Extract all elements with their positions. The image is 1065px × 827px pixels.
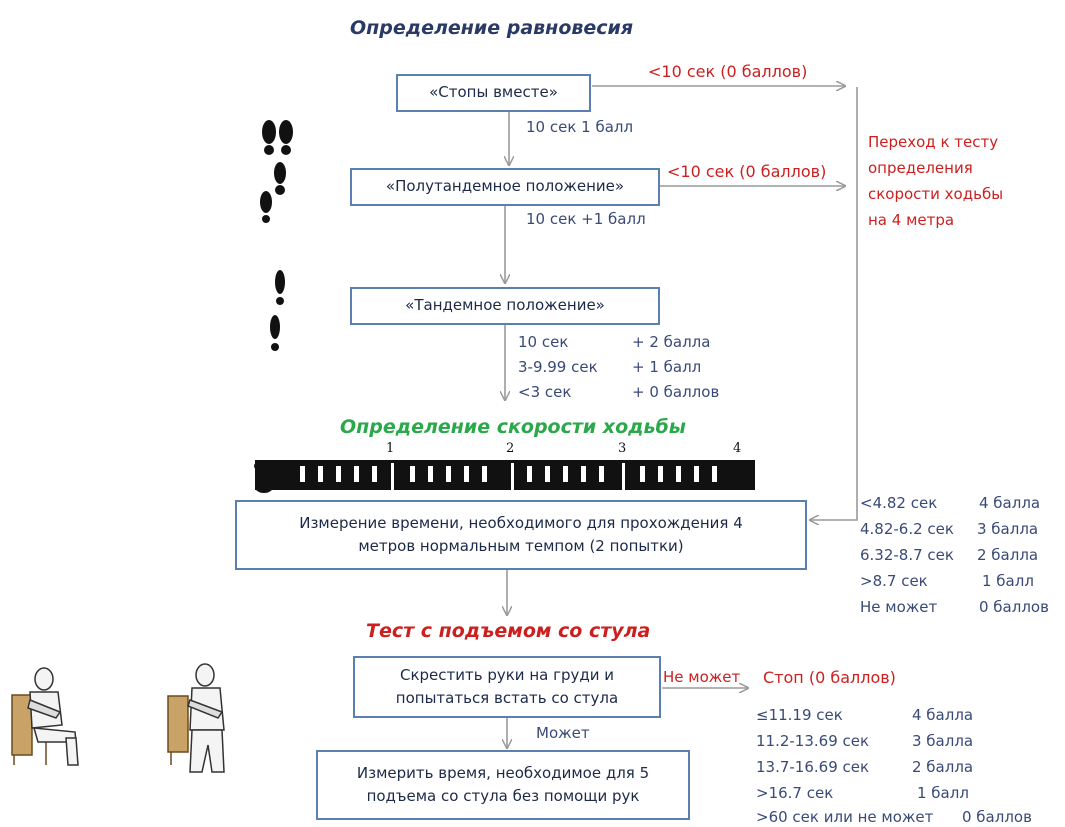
balance-title: Определение равновесия — [350, 17, 634, 39]
tandem-score-points: + 1 балл — [632, 358, 702, 376]
chair-title: Тест с подъемом со стула — [366, 620, 651, 642]
ruler-icon — [254, 460, 755, 493]
gait-score-points: 3 балла — [977, 520, 1039, 538]
fail-label-1: <10 сек (0 баллов) — [648, 62, 808, 81]
box-feet-together-label: «Стопы вместе» — [429, 83, 558, 102]
chair-score-points: 1 балл — [917, 784, 969, 802]
tandem-score-time: 10 сек — [518, 333, 569, 351]
tandem-score-time: <3 сек — [518, 383, 572, 401]
standing-person-icon — [167, 663, 225, 773]
box-feet-together: «Стопы вместе» — [396, 74, 591, 112]
cannot-label: Не может — [663, 668, 741, 686]
box-measure-chair: Измерить время, необходимое для 5 подъем… — [316, 750, 690, 820]
gait-score-time: 6.32-8.7 сек — [860, 546, 954, 564]
chair-score-time: >60 сек или не может — [756, 808, 934, 826]
gait-score-time: 4.82-6.2 сек — [860, 520, 954, 538]
ruler-mark-4: 4 — [733, 441, 742, 456]
box-semi-tandem-label: «Полутандемное положение» — [385, 177, 625, 196]
chair-score-time: >16.7 сек — [756, 784, 834, 802]
ruler-mark-2: 2 — [506, 441, 515, 456]
chair-score-time: ≤11.19 сек — [756, 706, 843, 724]
gait-score-points: 0 баллов — [979, 598, 1049, 616]
chair-score-points: 2 балла — [912, 758, 974, 776]
chair-score-time: 11.2-13.69 сек — [756, 732, 870, 750]
can-label: Может — [536, 724, 590, 742]
gait-score-points: 4 балла — [979, 494, 1041, 512]
tandem-score-time: 3-9.99 сек — [518, 358, 598, 376]
transition-note-line: Переход к тесту — [868, 133, 999, 151]
gait-title: Определение скорости ходьбы — [340, 416, 686, 438]
box-measure-line: Измерить время, необходимое для 5 — [356, 763, 650, 782]
transition-note-line: определения — [868, 159, 973, 177]
chair-score-points: 3 балла — [912, 732, 974, 750]
box-gait-line: Измерение времени, необходимого для прох… — [299, 513, 743, 532]
box-cross-arms-line: Скрестить руки на груди и — [399, 665, 615, 684]
footprints-icon — [260, 120, 293, 351]
box-measure-line: подъема со стула без помощи рук — [366, 787, 640, 805]
gait-score-points: 1 балл — [982, 572, 1034, 590]
transition-note-line: скорости ходьбы — [868, 185, 1004, 203]
chair-score-time: 13.7-16.69 сек — [756, 758, 870, 776]
box-gait-measure: Измерение времени, необходимого для прох… — [235, 500, 807, 570]
ruler-mark-3: 3 — [618, 441, 627, 456]
tandem-score-points: + 2 балла — [632, 333, 711, 351]
box-cross-arms: Скрестить руки на груди и попытаться вст… — [353, 656, 661, 718]
transition-line — [810, 87, 858, 520]
box-tandem-label: «Тандемное положение» — [405, 296, 605, 315]
ruler-mark-1: 1 — [386, 441, 395, 456]
box-semi-tandem: «Полутандемное положение» — [350, 168, 660, 206]
gait-score-time: Не может — [860, 598, 938, 616]
box-gait-line: метров нормальным темпом (2 попытки) — [358, 537, 684, 555]
gait-score-points: 2 балла — [977, 546, 1039, 564]
seated-person-icon — [11, 667, 79, 766]
gait-score-time: <4.82 сек — [860, 494, 938, 512]
pass-label-2: 10 сек +1 балл — [526, 210, 646, 228]
tandem-score-points: + 0 баллов — [632, 383, 720, 401]
fail-label-2: <10 сек (0 баллов) — [667, 162, 827, 181]
box-tandem: «Тандемное положение» — [350, 287, 660, 325]
gait-score-time: >8.7 сек — [860, 572, 928, 590]
stop-label: Стоп (0 баллов) — [763, 668, 896, 687]
box-cross-arms-line: попытаться встать со стула — [395, 689, 619, 707]
chair-score-points: 4 балла — [912, 706, 974, 724]
chair-score-points: 0 баллов — [962, 808, 1032, 826]
pass-label-1: 10 сек 1 балл — [526, 118, 634, 136]
transition-note-line: на 4 метра — [868, 211, 955, 229]
